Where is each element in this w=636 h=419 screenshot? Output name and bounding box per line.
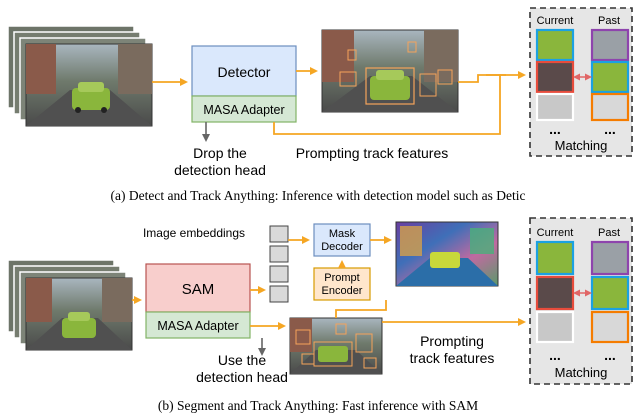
street-frame-image-b (25, 277, 133, 351)
drop-label-line1: Drop the (193, 145, 247, 161)
detector-block (191, 45, 297, 97)
prompt-label-b-line2: track features (410, 350, 495, 366)
crop-past-3-b (590, 310, 630, 344)
caption-a: (a) Detect and Track Anything: Inference… (111, 188, 526, 203)
crop-current-1-a (535, 28, 575, 62)
matching-box-b: Current Past ... ... Matching (529, 217, 633, 385)
prompt-encoder-line1: Prompt (324, 272, 359, 284)
ellipsis-past-a: ... (604, 121, 616, 137)
current-label-a: Current (537, 15, 574, 27)
input-frames-b (7, 259, 133, 351)
mask-decoder-block (313, 223, 371, 257)
crop-current-2-a (535, 60, 575, 94)
masa-adapter-block-a (191, 95, 297, 123)
crop-past-3-a (590, 92, 630, 122)
street-frame-image (25, 43, 153, 127)
masa-adapter-label-b: MASA Adapter (157, 319, 238, 333)
embedding-stack (269, 225, 289, 303)
crop-current-1-b (535, 240, 575, 276)
arrow-detections-out (458, 74, 506, 83)
prompt-label-a: Prompting track features (296, 145, 449, 161)
matching-box-a: Current Past ... ... Matching (529, 7, 633, 157)
matching-label-a: Matching (555, 138, 608, 153)
prompt-path-a (273, 75, 501, 135)
crop-current-2-b (535, 275, 575, 311)
caption-b: (b) Segment and Track Anything: Fast inf… (158, 398, 478, 413)
sam-label: SAM (182, 281, 215, 298)
mask-decoder-line2: Decoder (321, 241, 363, 253)
past-label-b: Past (598, 227, 620, 239)
crop-current-3-a (535, 92, 575, 122)
prompt-encoder-line2: Encoder (322, 285, 363, 297)
ellipsis-current-b: ... (549, 347, 561, 363)
detection-output-image (321, 29, 459, 113)
crop-current-3-b (535, 310, 575, 344)
drop-label-line2: detection head (174, 162, 266, 178)
ellipsis-past-b: ... (604, 347, 616, 363)
crop-past-1-b (590, 240, 630, 276)
use-label-line2: detection head (196, 369, 288, 385)
crop-past-1-a (590, 28, 630, 62)
arrow-proposals-to-encoder (335, 300, 387, 318)
crop-past-2-b (590, 275, 630, 311)
prompt-label-b-line1: Prompting (420, 333, 484, 349)
proposal-boxes-image (289, 317, 383, 375)
panel-b: Image embeddings SAM MASA Adapter (7, 217, 633, 413)
mask-decoder-line1: Mask (329, 228, 356, 240)
input-frames-a (7, 25, 153, 127)
use-label-line1: Use the (218, 352, 266, 368)
segmentation-output-image (395, 221, 499, 287)
panel-a: Detector MASA Adapter Drop the detection… (7, 7, 633, 203)
detector-label: Detector (218, 64, 271, 80)
ellipsis-current-a: ... (549, 121, 561, 137)
masa-adapter-block-b (145, 311, 251, 339)
crop-past-2-a (590, 60, 630, 94)
matching-label-b: Matching (555, 365, 608, 380)
image-embeddings-label: Image embeddings (143, 226, 245, 240)
current-label-b: Current (537, 227, 574, 239)
masa-adapter-label-a: MASA Adapter (203, 103, 284, 117)
past-label-a: Past (598, 15, 620, 27)
sam-block (145, 263, 251, 313)
